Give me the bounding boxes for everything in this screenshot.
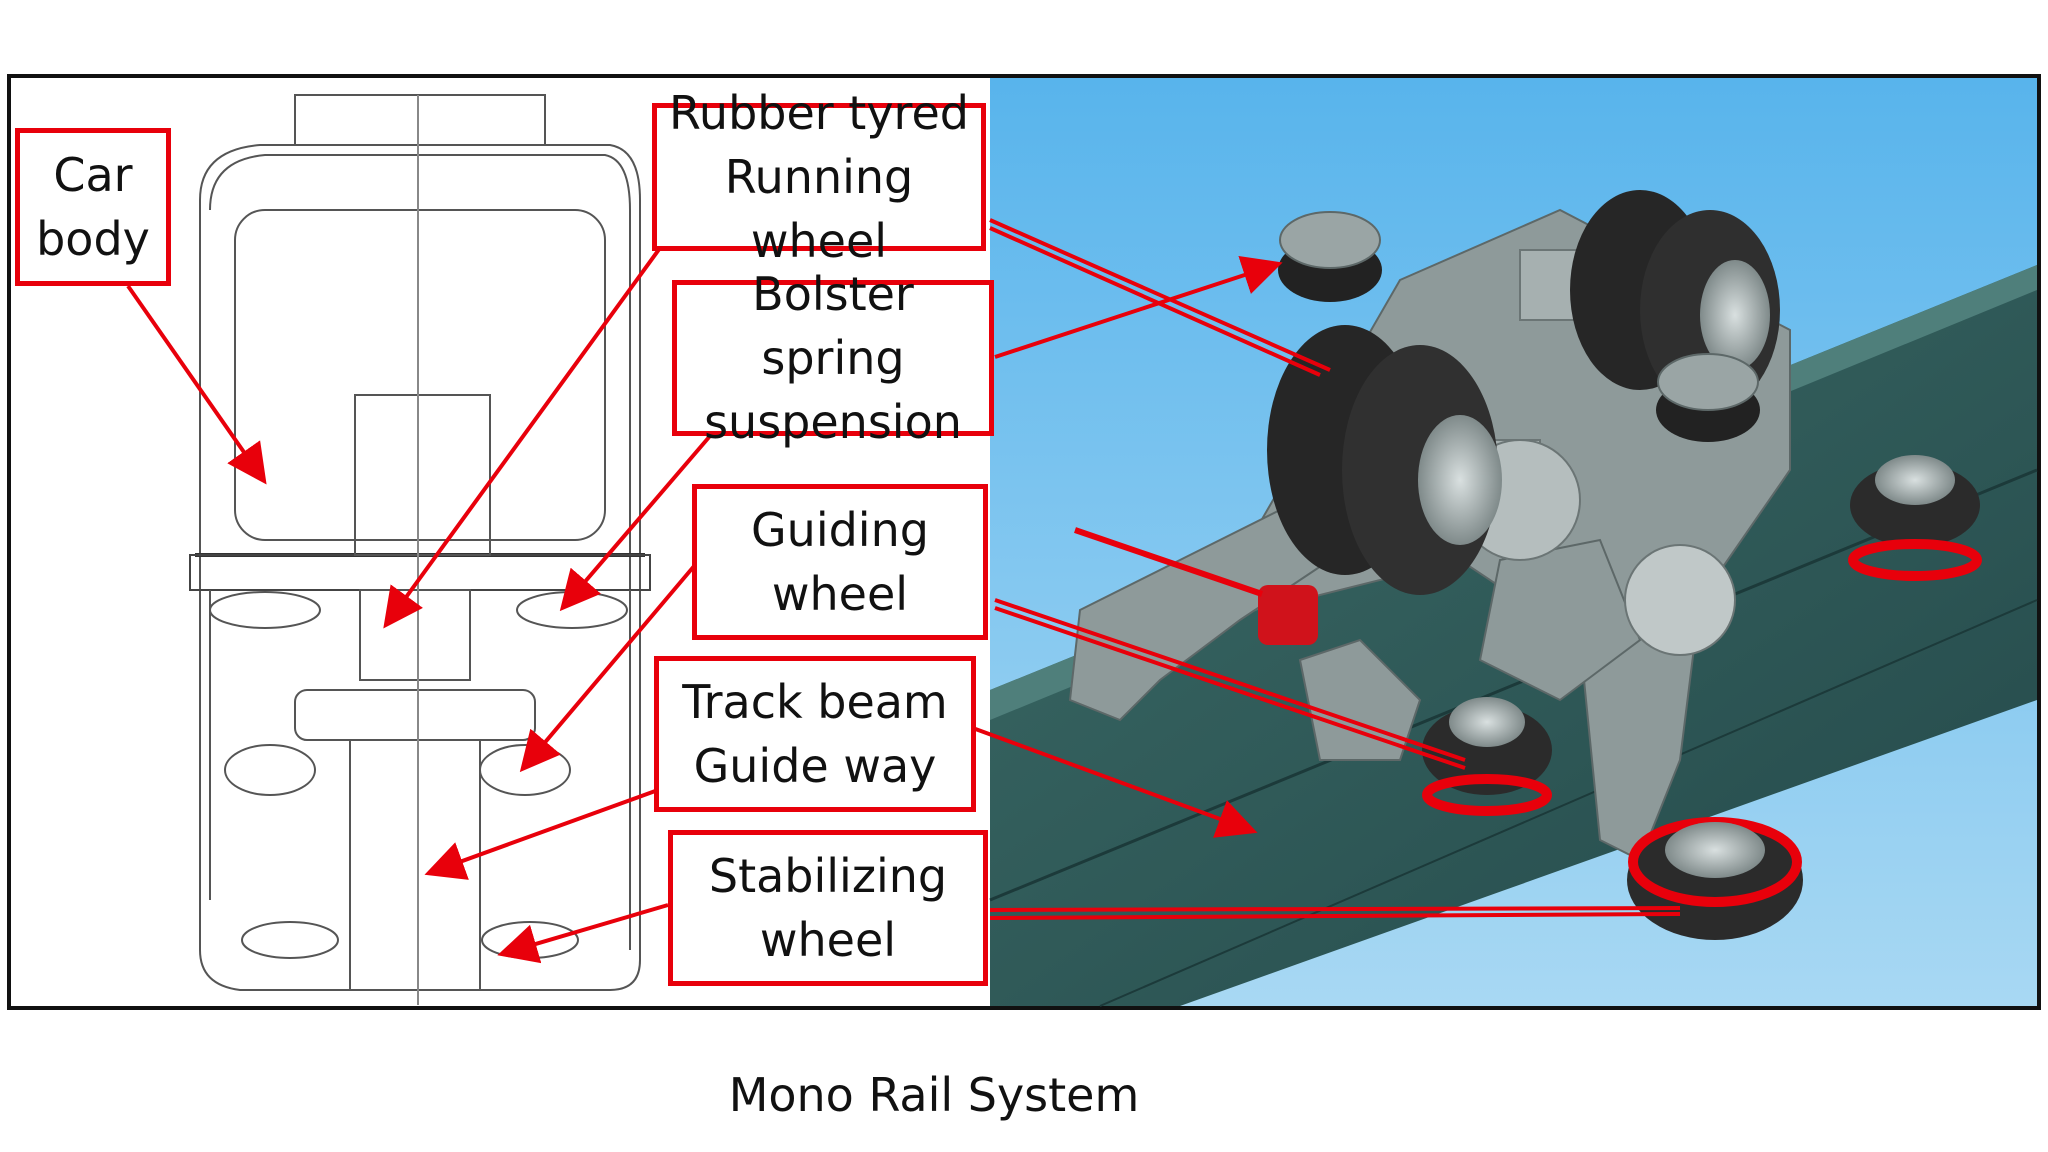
label-bolster-line2: suspension xyxy=(704,395,962,449)
stabilizing-wheel xyxy=(1627,817,1803,940)
label-guiding-line1: Guiding xyxy=(751,503,929,557)
arrow-guiding-left xyxy=(519,563,697,773)
arrow-track-left xyxy=(424,788,659,880)
label-guiding-wheel: Guiding wheel xyxy=(692,484,988,640)
label-stabilizing-line2: wheel xyxy=(759,913,897,967)
label-car-body-line1: Car xyxy=(53,148,133,202)
arrow-running-wheel-left xyxy=(383,246,662,629)
label-running-wheel-line2: Running wheel xyxy=(724,150,914,268)
arrow-guiding-right-a xyxy=(994,598,1466,762)
running-wheels-front xyxy=(1267,325,1502,595)
callout-arrows xyxy=(126,218,1681,964)
label-car-body-line2: body xyxy=(36,212,150,266)
label-car-body: Car body xyxy=(15,128,171,286)
car-line-drawing xyxy=(189,94,651,1005)
label-running-wheel: Rubber tyred Running wheel xyxy=(652,86,986,268)
arrow-stabilizing-left xyxy=(497,903,669,964)
label-guiding-line2: wheel xyxy=(771,567,909,621)
arrow-running-wheel-right xyxy=(989,218,1331,372)
guiding-wheels xyxy=(1422,455,1982,816)
red-roller xyxy=(1258,585,1318,645)
label-track-line1: Track beam xyxy=(682,675,948,729)
label-running-wheel-line1: Rubber tyred xyxy=(669,86,969,140)
arrow-car-body xyxy=(126,284,267,485)
bogie-render xyxy=(989,78,2038,1007)
label-bolster-line1: Bolster spring xyxy=(752,267,914,385)
figure-caption: Mono Rail System xyxy=(0,1068,2048,1122)
arrow-guiding-roller xyxy=(1074,527,1263,597)
label-stabilizing-line1: Stabilizing xyxy=(708,849,948,903)
label-bolster-spring: Bolster spring suspension xyxy=(672,267,994,449)
arrow-track-right xyxy=(969,725,1258,838)
arrow-stabilizing-right-a xyxy=(989,906,1681,912)
label-stabilizing-wheel: Stabilizing wheel xyxy=(668,830,988,986)
arrow-stabilizing-right-b xyxy=(989,912,1681,920)
bolster-springs xyxy=(1278,211,1760,442)
label-track-line2: Guide way xyxy=(693,739,937,793)
caption-text: Mono Rail System xyxy=(728,1068,1140,1122)
arrow-bolster-right xyxy=(994,255,1283,359)
label-track-beam: Track beam Guide way xyxy=(654,656,976,812)
arrow-running-wheel-right-b xyxy=(989,226,1321,377)
arrow-guiding-right-b xyxy=(994,606,1466,770)
arrow-bolster-left xyxy=(559,434,712,612)
